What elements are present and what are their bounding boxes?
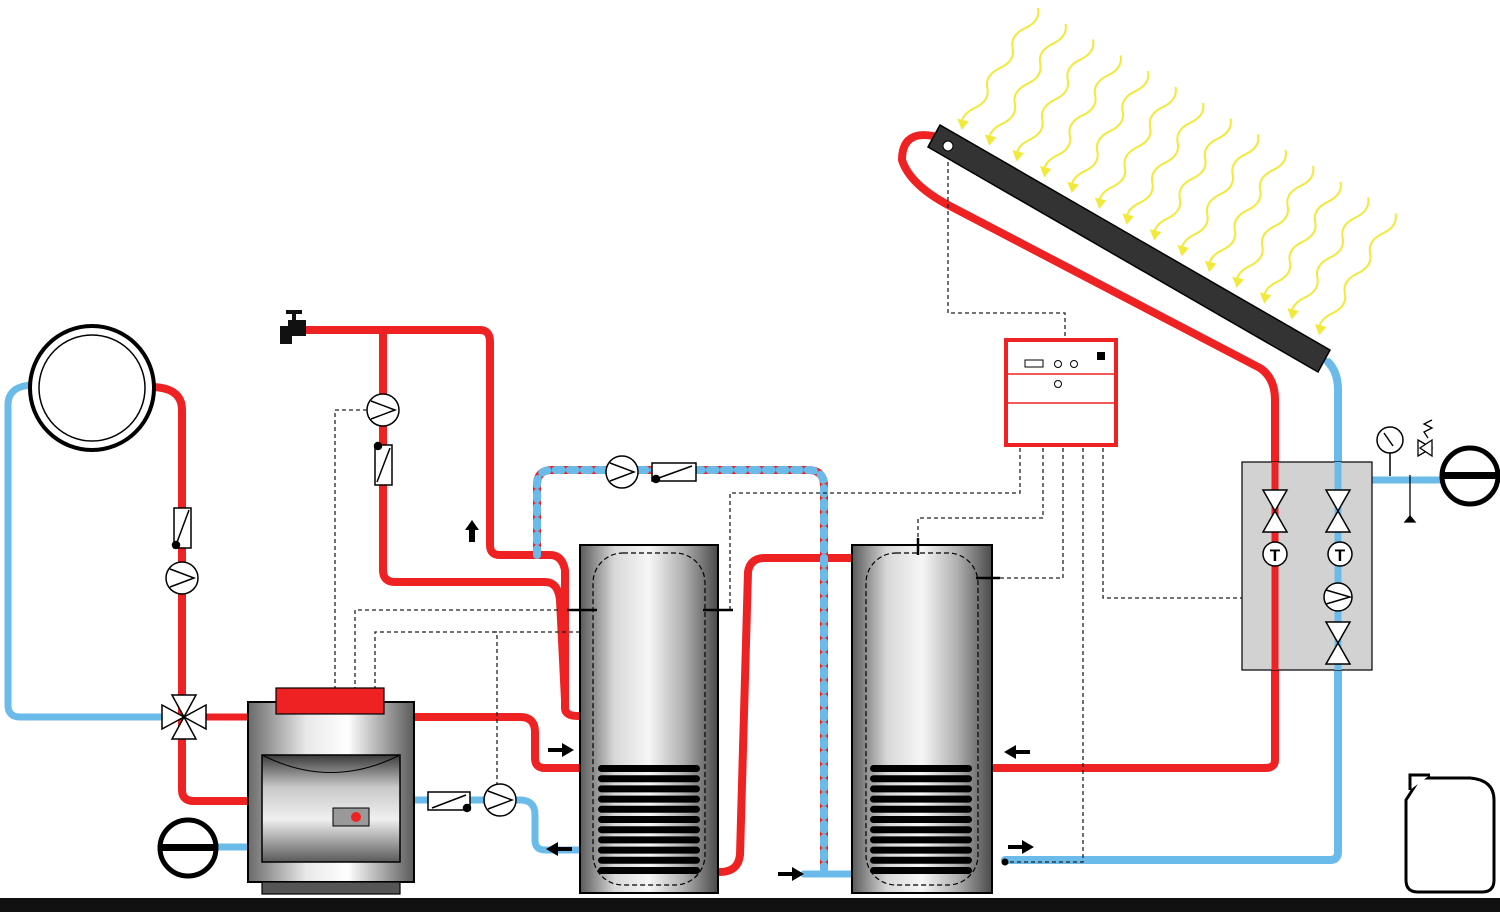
coil-turn [870,867,972,874]
coil-turn [598,836,700,844]
sun-ray-arrowhead [1204,260,1217,273]
coil-turn [870,795,972,803]
boiler-return-pipe [409,796,589,854]
boiler-pump-icon [483,783,517,817]
sun-ray [960,7,1040,129]
sensor-dot [1001,858,1009,866]
temperature-sensors [567,538,1000,612]
coil-turn [598,826,700,834]
coil-turn [598,856,700,864]
circulation-pipe [379,328,569,704]
coil-turn [870,856,972,864]
radiator-return-pipe [4,381,170,721]
sun-ray [1043,55,1122,176]
hot-water-pipe [298,326,582,720]
coil-turn [870,846,972,854]
boiler-flow-pipe [409,713,589,772]
thermometer-right-label: T [1335,546,1346,565]
expansion-vessel-icon [157,817,219,879]
controller-icon [1004,338,1118,447]
sun-ray-arrowhead [1149,229,1162,241]
sun-ray [1125,102,1205,224]
sun-ray [1180,134,1260,255]
radiator-icon [28,324,156,452]
sun-ray [1318,213,1397,334]
flow-meter-icon [171,507,192,550]
solar-collector-icon [926,123,1332,374]
circulation-pump-icon [366,393,400,427]
canister-icon [1404,773,1496,894]
sun-ray [1015,39,1095,160]
sun-ray-arrowhead [1232,276,1244,288]
sun-ray-arrowhead [984,134,997,146]
coil-turn [598,816,700,823]
sun-ray [1098,86,1177,208]
sun-ray-arrowhead [1122,213,1134,225]
flow-meter-icon [651,462,697,484]
radiator-flow-pipe [146,383,252,805]
expansion-vessel-icon [1439,445,1500,507]
coil-turn [598,846,700,854]
flow-arrows [465,520,1034,881]
heating-pump-icon [165,561,199,595]
solar-rays [957,7,1397,336]
sun-ray-arrowhead [1287,308,1299,320]
coil-turn [870,826,972,834]
pump-station-icon: T T [1241,461,1373,671]
control-lines [334,148,1330,863]
coil-turn [598,867,700,874]
coil-turn [870,836,972,844]
sun-ray [1208,149,1287,271]
coil-turn [870,785,972,793]
tank-link-pipe [716,554,857,876]
safety-valve-icon [1403,419,1434,523]
sun-ray-arrowhead [1177,244,1189,257]
solar-return-pipe [1001,358,1342,864]
thermometer-left-label: T [1270,546,1281,565]
boiler-icon [247,687,415,895]
storage-tank-icon [851,544,993,894]
pressure-gauge-icon [1376,426,1404,476]
coil-turn [598,765,700,772]
flow-meter-icon [373,441,393,486]
sun-ray [1070,70,1150,192]
sun-ray-arrowhead [1094,197,1107,209]
sun-ray [1153,118,1232,239]
sun-ray-arrowhead [1314,323,1327,336]
sun-ray [1290,197,1370,318]
floor-line [0,898,1500,912]
sun-ray-arrowhead [1067,181,1079,194]
coil-turn [598,785,700,793]
flow-meter-icon [427,791,472,813]
solar-flow-pipe [898,131,1279,772]
coil-turn [870,765,972,772]
sun-ray [1235,165,1315,287]
three-way-valve-icon [161,694,207,740]
coil-turn [870,816,972,823]
sun-ray [1263,181,1342,303]
sun-ray-arrowhead [1259,292,1272,304]
bypass-pump-icon [605,455,639,489]
coil-turn [598,775,700,783]
coil-turn [870,805,972,813]
coil-turn [870,775,972,783]
coil-turn [598,805,700,813]
tap-icon [280,310,306,344]
sun-ray-arrowhead [1012,150,1024,162]
sun-ray [988,23,1067,145]
sun-ray-arrowhead [1039,165,1052,178]
sun-ray-arrowhead [957,118,969,130]
storage-tank-icon [579,544,719,894]
coil-turn [598,795,700,803]
